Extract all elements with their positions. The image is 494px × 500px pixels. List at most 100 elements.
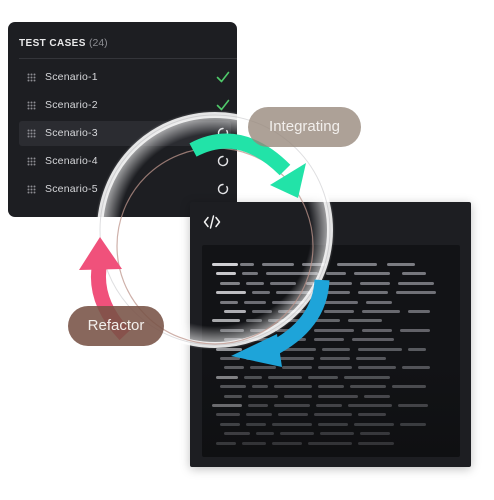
code-line-segment (220, 385, 246, 389)
code-line-segment (282, 366, 312, 370)
check-icon (216, 99, 230, 111)
code-line-segment (284, 394, 312, 398)
refactor-pill[interactable]: Refactor (68, 306, 164, 346)
code-line-segment (224, 366, 244, 370)
code-line-segment (344, 375, 390, 379)
code-line-segment (318, 394, 358, 398)
test-case-row-5[interactable]: Scenario-5 (19, 177, 231, 202)
code-line-segment (358, 291, 388, 295)
code-line-segment (276, 328, 306, 332)
code-line-segment (270, 357, 314, 360)
code-line-segment (220, 328, 244, 332)
drag-handle-icon[interactable] (27, 157, 36, 166)
code-line-segment (256, 432, 274, 436)
drag-handle-icon[interactable] (27, 73, 36, 82)
code-line-segment (224, 432, 250, 436)
code-line-segment (216, 441, 236, 445)
code-line-segment (216, 347, 242, 351)
test-case-row-2[interactable]: Scenario-2 (19, 93, 231, 118)
code-line-segment (280, 432, 314, 436)
code-line-segment (216, 375, 238, 379)
code-icon (203, 215, 221, 229)
drag-handle-icon[interactable] (27, 129, 36, 138)
code-line-segment (348, 404, 392, 407)
code-line-segment (272, 300, 306, 304)
code-line-segment (268, 375, 302, 379)
test-case-label: Scenario-4 (45, 155, 98, 167)
code-line-segment (250, 366, 276, 370)
code-line-segment (248, 347, 270, 351)
code-line-segment (348, 319, 382, 323)
loading-icon (217, 183, 229, 195)
loading-icon (217, 127, 229, 139)
code-line-segment (314, 328, 354, 332)
code-line-segment (216, 291, 246, 295)
drag-handle-icon[interactable] (27, 101, 36, 110)
drag-handle-icon[interactable] (27, 185, 36, 194)
test-case-row-1[interactable]: Scenario-1 (19, 65, 231, 90)
code-line-segment (262, 263, 294, 266)
code-line-segment (250, 328, 270, 332)
code-line-segment (220, 357, 240, 360)
code-line-segment (266, 272, 318, 276)
code-area[interactable] (202, 245, 460, 457)
code-line-segment (318, 385, 344, 389)
code-line-segment (400, 422, 426, 426)
code-line-segment (278, 310, 316, 313)
code-line-segment (337, 263, 377, 266)
code-line-segment (224, 310, 246, 313)
code-line-segment (246, 281, 264, 285)
code-line-segment (358, 413, 386, 417)
code-line-segment (324, 291, 350, 295)
code-line-segment (316, 404, 342, 407)
code-line-segment (320, 432, 354, 436)
test-case-row-3[interactable]: Scenario-3 (19, 121, 231, 146)
code-line-segment (358, 347, 402, 351)
code-line-segment (220, 300, 238, 304)
code-line-segment (354, 272, 390, 276)
code-line-segment (354, 422, 394, 426)
code-line-segment (212, 263, 238, 266)
code-line-segment (246, 357, 264, 360)
integrating-pill[interactable]: Integrating (248, 107, 361, 147)
code-line-segment (240, 263, 254, 266)
code-line-segment (318, 422, 348, 426)
code-line-segment (274, 385, 312, 389)
test-case-label: Scenario-2 (45, 99, 98, 111)
code-line-segment (220, 281, 240, 285)
code-line-segment (312, 319, 340, 323)
code-line-segment (396, 291, 436, 295)
test-case-label: Scenario-5 (45, 183, 98, 195)
code-line-segment (358, 366, 396, 370)
test-cases-title: TEST CASES (19, 38, 86, 49)
code-line-segment (244, 300, 266, 304)
code-line-segment (246, 422, 266, 426)
check-icon (216, 71, 230, 83)
code-line-segment (308, 441, 352, 445)
code-line-segment (352, 338, 394, 342)
code-line-segment (280, 338, 306, 342)
code-line-segment (324, 310, 354, 313)
code-line-segment (248, 394, 278, 398)
code-line-segment (276, 291, 316, 295)
code-line-segment (408, 310, 430, 313)
code-line-segment (278, 413, 308, 417)
code-line-segment (212, 404, 242, 407)
test-case-row-4[interactable]: Scenario-4 (19, 149, 231, 174)
code-line-segment (322, 347, 350, 351)
code-line-segment (224, 394, 242, 398)
code-line-segment (246, 319, 262, 323)
panel-divider (19, 58, 237, 59)
code-line-segment (326, 272, 346, 276)
code-line-segment (402, 366, 430, 370)
code-line-segment (216, 272, 236, 276)
loading-icon (217, 155, 229, 167)
code-line-segment (272, 441, 302, 445)
test-cases-count: (24) (89, 37, 108, 49)
code-line-segment (314, 413, 352, 417)
code-line-segment (358, 441, 394, 445)
code-line-segment (252, 291, 270, 295)
code-line-segment (252, 310, 272, 313)
code-line-segment (364, 394, 390, 398)
code-line-segment (362, 310, 400, 313)
